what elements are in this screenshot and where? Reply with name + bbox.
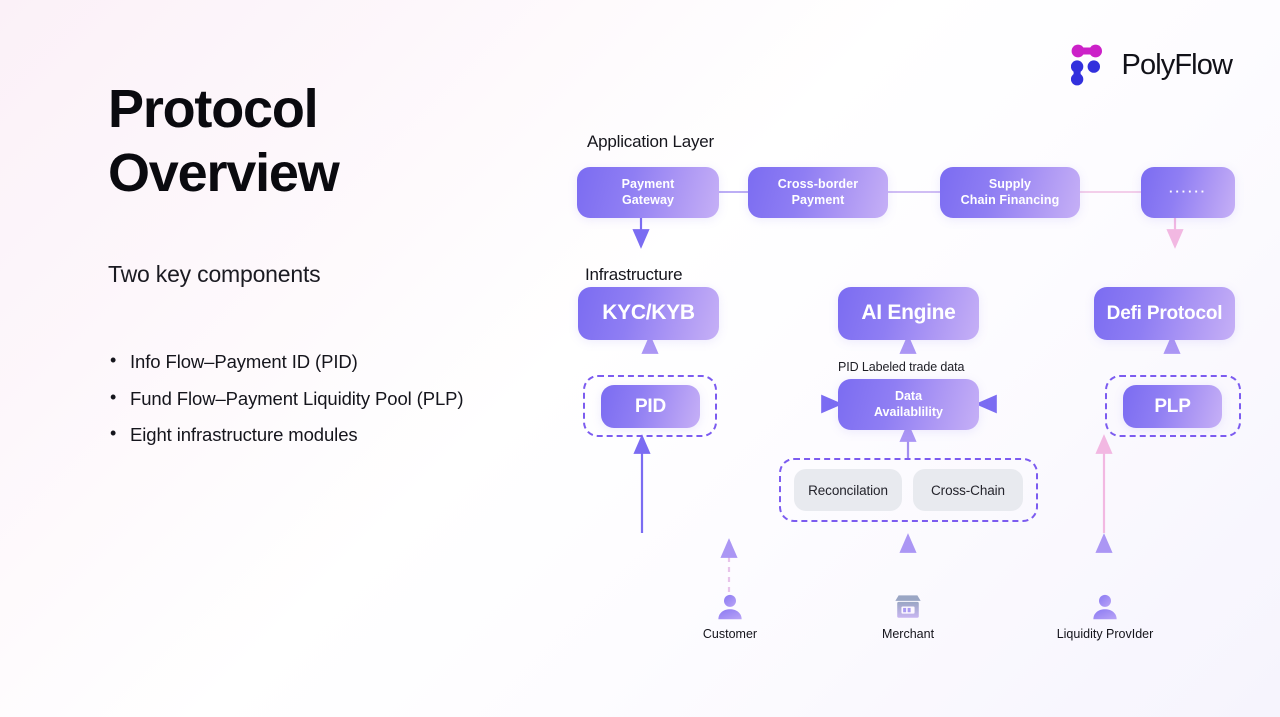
person-icon	[1093, 594, 1117, 620]
node-more-applications[interactable]: ······	[1141, 167, 1235, 218]
pid-dashed-container	[583, 375, 717, 437]
brand-wordmark: PolyFlow	[1121, 48, 1233, 81]
annotation-pid-labeled-trade-data: PID Labeled trade data	[838, 360, 965, 374]
bullet-list: Info Flow–Payment ID (PID) Fund Flow–Pay…	[108, 343, 538, 453]
left-panel: Protocol Overview Two key components Inf…	[108, 78, 538, 453]
brand-logo: PolyFlow	[1070, 44, 1233, 86]
chip-cross-chain[interactable]: Cross-Chain	[913, 469, 1023, 511]
actor-liquidity-provider[interactable]: Liquidity ProvIder	[1045, 592, 1165, 641]
list-item: Fund Flow–Payment Liquidity Pool (PLP)	[108, 379, 538, 417]
plp-dashed-container	[1105, 375, 1241, 437]
node-defi-protocol[interactable]: Defi Protocol	[1094, 287, 1235, 340]
node-kyc-kyb[interactable]: KYC/KYB	[578, 287, 719, 340]
node-cross-border-payment[interactable]: Cross-border Payment	[748, 167, 888, 218]
store-icon	[895, 595, 921, 618]
node-plp[interactable]: PLP	[1123, 385, 1222, 428]
actor-merchant[interactable]: Merchant	[868, 592, 948, 641]
node-payment-gateway[interactable]: Payment Gateway	[577, 167, 719, 218]
application-layer-label: Application Layer	[587, 132, 715, 151]
infrastructure-label: Infrastructure	[585, 265, 683, 284]
node-ai-engine[interactable]: AI Engine	[838, 287, 979, 340]
polyflow-dots-logo-icon	[1070, 44, 1102, 86]
actor-label: Liquidity ProvIder	[1056, 627, 1154, 641]
list-item: Eight infrastructure modules	[108, 416, 538, 453]
actor-customer[interactable]: Customer	[690, 592, 770, 641]
node-data-availability[interactable]: Data Availablility	[838, 379, 979, 430]
chip-reconciliation[interactable]: Reconcilation	[794, 469, 902, 511]
page-title: Protocol Overview	[108, 79, 340, 203]
actor-label: Merchant	[881, 627, 935, 641]
infrastructure-modules-container	[779, 458, 1038, 522]
person-icon	[718, 594, 742, 620]
list-item: Info Flow–Payment ID (PID)	[108, 343, 538, 380]
node-supply-chain-financing[interactable]: Supply Chain Financing	[940, 167, 1080, 218]
subtitle: Two key components	[108, 261, 321, 288]
node-pid[interactable]: PID	[601, 385, 700, 428]
actor-label: Customer	[702, 627, 758, 641]
